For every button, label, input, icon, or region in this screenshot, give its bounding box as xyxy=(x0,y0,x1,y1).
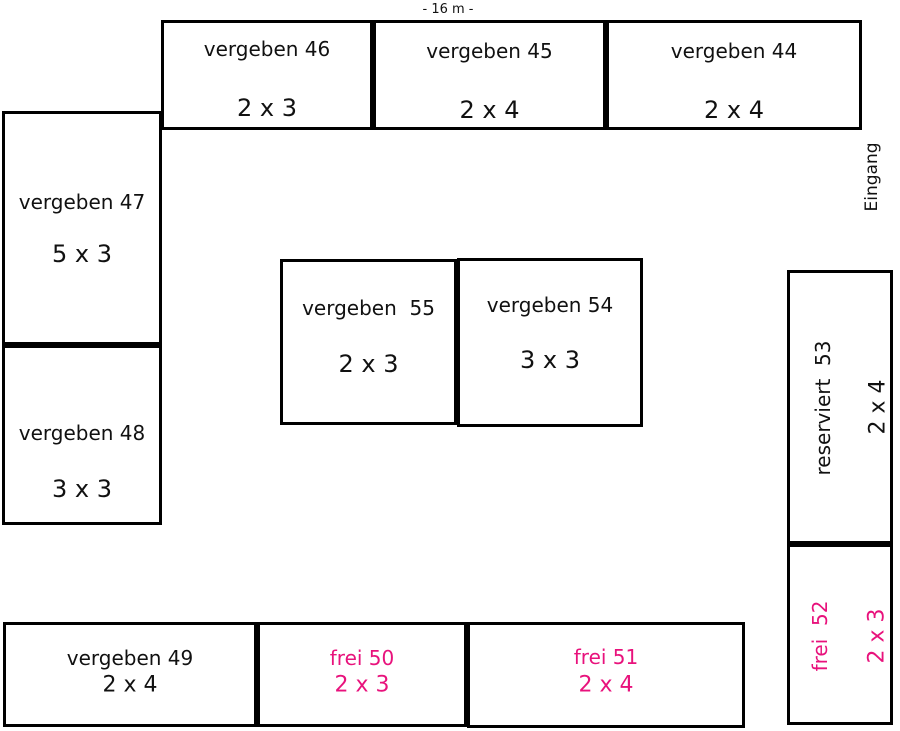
booth-53-name: reserviert 53 xyxy=(811,340,835,476)
booth-46[interactable]: vergeben 46 2 x 3 xyxy=(161,20,373,130)
booth-45-name: vergeben 45 xyxy=(426,39,553,63)
booth-52-size: 2 x 3 xyxy=(864,608,890,664)
booth-44-name: vergeben 44 xyxy=(670,39,798,63)
booth-48-size: 3 x 3 xyxy=(52,475,112,503)
booth-51-size: 2 x 4 xyxy=(578,672,634,698)
booth-47[interactable]: vergeben 47 5 x 3 xyxy=(2,111,162,345)
booth-45-size: 2 x 4 xyxy=(459,96,520,124)
booth-52-name: frei 52 xyxy=(808,600,832,672)
booth-45[interactable]: vergeben 45 2 x 4 xyxy=(373,20,606,130)
booth-54-name: vergeben 54 xyxy=(486,293,614,317)
booth-55-size: 2 x 3 xyxy=(338,350,399,378)
booth-49[interactable]: vergeben 49 2 x 4 xyxy=(3,622,257,727)
booth-55-name: vergeben 55 xyxy=(302,296,435,320)
booth-54[interactable]: vergeben 54 3 x 3 xyxy=(457,258,643,427)
booth-46-name: vergeben 46 xyxy=(203,37,331,61)
booth-44[interactable]: vergeben 44 2 x 4 xyxy=(606,20,862,130)
booth-44-size: 2 x 4 xyxy=(704,96,764,124)
booth-49-name: vergeben 49 xyxy=(66,646,194,670)
booth-50[interactable]: frei 50 2 x 3 xyxy=(257,622,467,727)
booth-51-name: frei 51 xyxy=(573,645,639,669)
booth-53[interactable]: reserviert 53 2 x 4 xyxy=(787,270,893,544)
booth-51[interactable]: frei 51 2 x 4 xyxy=(467,622,745,728)
booth-54-size: 3 x 3 xyxy=(520,346,580,374)
booth-47-name: vergeben 47 xyxy=(18,190,146,214)
entrance-label: Eingang xyxy=(862,142,882,212)
booth-55[interactable]: vergeben 55 2 x 3 xyxy=(280,259,457,425)
booth-52[interactable]: frei 52 2 x 3 xyxy=(787,544,893,725)
booth-50-size: 2 x 3 xyxy=(334,672,390,698)
width-dimension-label: - 16 m - xyxy=(422,2,474,17)
booth-46-size: 2 x 3 xyxy=(237,94,297,122)
booth-47-size: 5 x 3 xyxy=(52,240,112,268)
booth-49-size: 2 x 4 xyxy=(102,672,158,698)
booth-53-size: 2 x 4 xyxy=(865,379,891,435)
booth-48[interactable]: vergeben 48 3 x 3 xyxy=(2,345,162,525)
booth-50-name: frei 50 xyxy=(329,646,395,670)
booth-48-name: vergeben 48 xyxy=(18,421,146,445)
